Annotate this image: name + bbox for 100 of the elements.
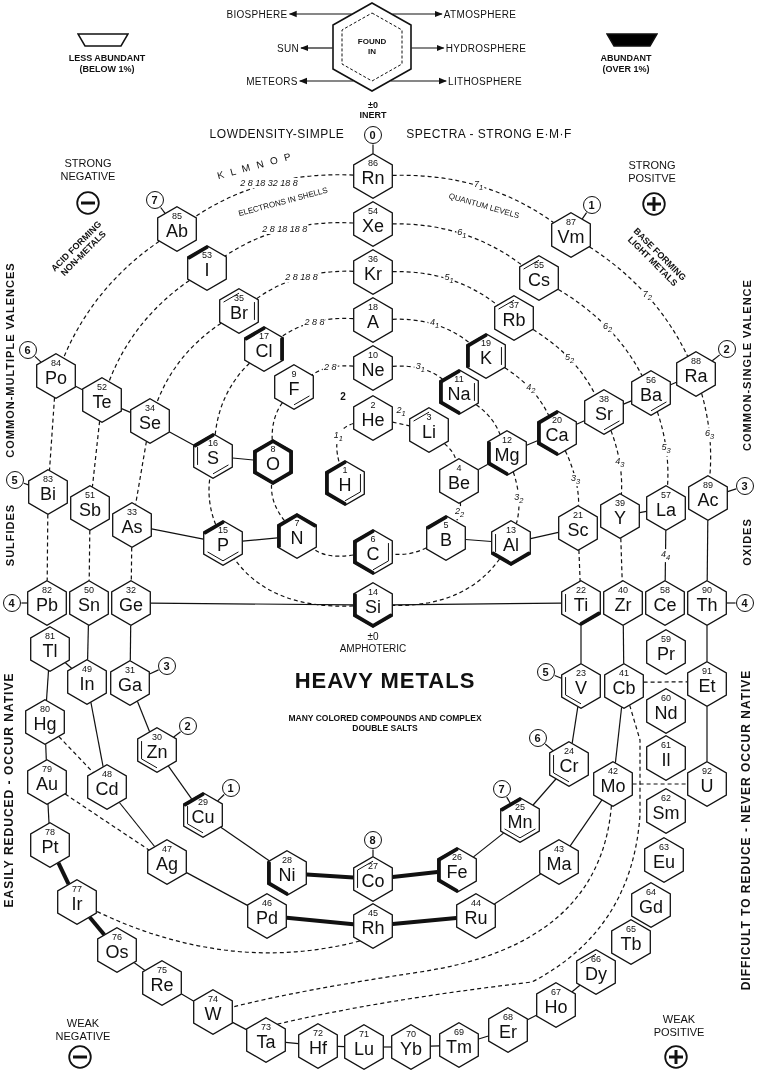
element-symbol: Cd bbox=[95, 780, 119, 798]
edge-label: 4$_{3}$ bbox=[614, 456, 626, 470]
dashed-line bbox=[557, 288, 643, 377]
circled-number: 3 bbox=[157, 656, 176, 675]
edge-label: 4$_{2}$ bbox=[525, 382, 537, 397]
element-symbol: Rn bbox=[361, 169, 385, 187]
circled-number: 2 bbox=[178, 716, 197, 735]
atomic-number: 11 bbox=[454, 375, 464, 384]
section-heading: HEAVY METALS bbox=[294, 668, 476, 694]
element-symbol: Et bbox=[698, 677, 716, 695]
annotation: SPECTRA - STRONG E·M·F bbox=[406, 128, 572, 142]
element-symbol: S bbox=[207, 449, 219, 467]
dashed-line bbox=[96, 910, 361, 954]
element-symbol: Pd bbox=[256, 909, 278, 927]
dashed-line bbox=[232, 805, 612, 1008]
dashed-line bbox=[64, 793, 150, 851]
element-symbol: P bbox=[217, 536, 229, 554]
element-symbol: Yb bbox=[400, 1040, 422, 1058]
connector-line bbox=[118, 801, 156, 848]
sphere-label: LITHOSPHERE bbox=[448, 75, 522, 87]
dashed-line bbox=[156, 322, 222, 403]
element-symbol: Vm bbox=[557, 228, 585, 246]
element-symbol: Hf bbox=[309, 1039, 327, 1057]
element-symbol: Tb bbox=[620, 935, 642, 953]
atomic-number: 89 bbox=[703, 481, 713, 490]
atomic-number: 73 bbox=[261, 1023, 271, 1032]
element-symbol: F bbox=[288, 380, 300, 398]
circled-number: 1 bbox=[582, 195, 601, 214]
polarity-label: STRONG POSITVE bbox=[627, 159, 677, 185]
element-symbol: Mn bbox=[507, 813, 533, 831]
connector-line bbox=[711, 354, 721, 362]
atomic-number: 86 bbox=[368, 159, 378, 168]
arrow bbox=[288, 10, 353, 18]
annotation: ±0 INERT bbox=[358, 99, 388, 121]
edge-label: 3$_{3}$ bbox=[570, 472, 582, 487]
element-symbol: Na bbox=[447, 385, 471, 403]
atomic-number: 91 bbox=[702, 667, 712, 676]
connector-line bbox=[532, 778, 557, 806]
atomic-number: 45 bbox=[368, 909, 378, 918]
dashed-line bbox=[277, 704, 641, 1025]
atomic-number: 44 bbox=[471, 899, 481, 908]
atomic-number: 39 bbox=[615, 499, 625, 508]
dashed-line bbox=[58, 736, 94, 773]
atomic-number: 47 bbox=[162, 845, 172, 854]
dashed-line bbox=[392, 174, 555, 224]
element-symbol: Th bbox=[696, 596, 718, 614]
element-symbol: La bbox=[656, 501, 676, 519]
element-symbol: Cb bbox=[612, 679, 636, 697]
element-symbol: Ge bbox=[119, 596, 143, 614]
connector-line bbox=[623, 400, 632, 405]
atomic-number: 57 bbox=[661, 491, 671, 500]
atomic-number: 58 bbox=[660, 586, 670, 595]
atomic-number: 81 bbox=[45, 632, 55, 641]
legend-label: ABUNDANT (OVER 1%) bbox=[599, 53, 653, 75]
dashed-line bbox=[91, 420, 101, 488]
element-symbol: Ag bbox=[156, 855, 178, 873]
element-symbol: He bbox=[361, 411, 385, 429]
dashed-line bbox=[46, 513, 49, 582]
atomic-number: 42 bbox=[608, 767, 618, 776]
element-symbol: Be bbox=[448, 474, 470, 492]
circled-number: 7 bbox=[145, 190, 164, 209]
element-symbol: Il bbox=[661, 751, 671, 769]
element-symbol: Sm bbox=[652, 804, 680, 822]
element-symbol: Pt bbox=[41, 838, 59, 856]
element-symbol: B bbox=[440, 531, 452, 549]
element-symbol: Ne bbox=[361, 361, 385, 379]
connector-line bbox=[383, 1046, 392, 1048]
edge-label: 2$_{1}$ bbox=[395, 405, 407, 419]
edge-label: 7$_{2}$ bbox=[641, 288, 653, 303]
element-symbol: Ac bbox=[697, 491, 719, 509]
atomic-number: 17 bbox=[259, 332, 269, 341]
dashed-line bbox=[392, 271, 498, 306]
connector-line bbox=[614, 706, 623, 764]
thick-line bbox=[392, 870, 438, 879]
connector-line bbox=[670, 381, 677, 386]
element-symbol: Nd bbox=[654, 704, 678, 722]
atomic-number: 29 bbox=[198, 798, 208, 807]
element-symbol: Tm bbox=[446, 1038, 472, 1056]
element-symbol: Rb bbox=[502, 311, 526, 329]
dashed-line bbox=[233, 558, 354, 607]
connector-line bbox=[392, 602, 562, 606]
atomic-number: 78 bbox=[45, 828, 55, 837]
connector-line bbox=[465, 538, 492, 543]
element-symbol: Ga bbox=[118, 676, 142, 694]
element-symbol: Zr bbox=[614, 596, 632, 614]
atomic-number: 49 bbox=[82, 665, 92, 674]
element-symbol: Os bbox=[105, 943, 129, 961]
atomic-number: 32 bbox=[126, 586, 136, 595]
element-symbol: Cs bbox=[528, 271, 550, 289]
element-symbol: Fe bbox=[446, 863, 468, 881]
dashed-line bbox=[281, 317, 354, 338]
atomic-number: 55 bbox=[534, 261, 544, 270]
element-symbol: Ni bbox=[278, 866, 296, 884]
atomic-number: 40 bbox=[618, 586, 628, 595]
element-symbol: K bbox=[480, 349, 492, 367]
element-symbol: Xe bbox=[362, 217, 384, 235]
dashed-line bbox=[392, 547, 427, 556]
connector-line bbox=[285, 1041, 299, 1045]
sphere-label: METEORS bbox=[246, 75, 298, 87]
connector-line bbox=[576, 420, 585, 425]
